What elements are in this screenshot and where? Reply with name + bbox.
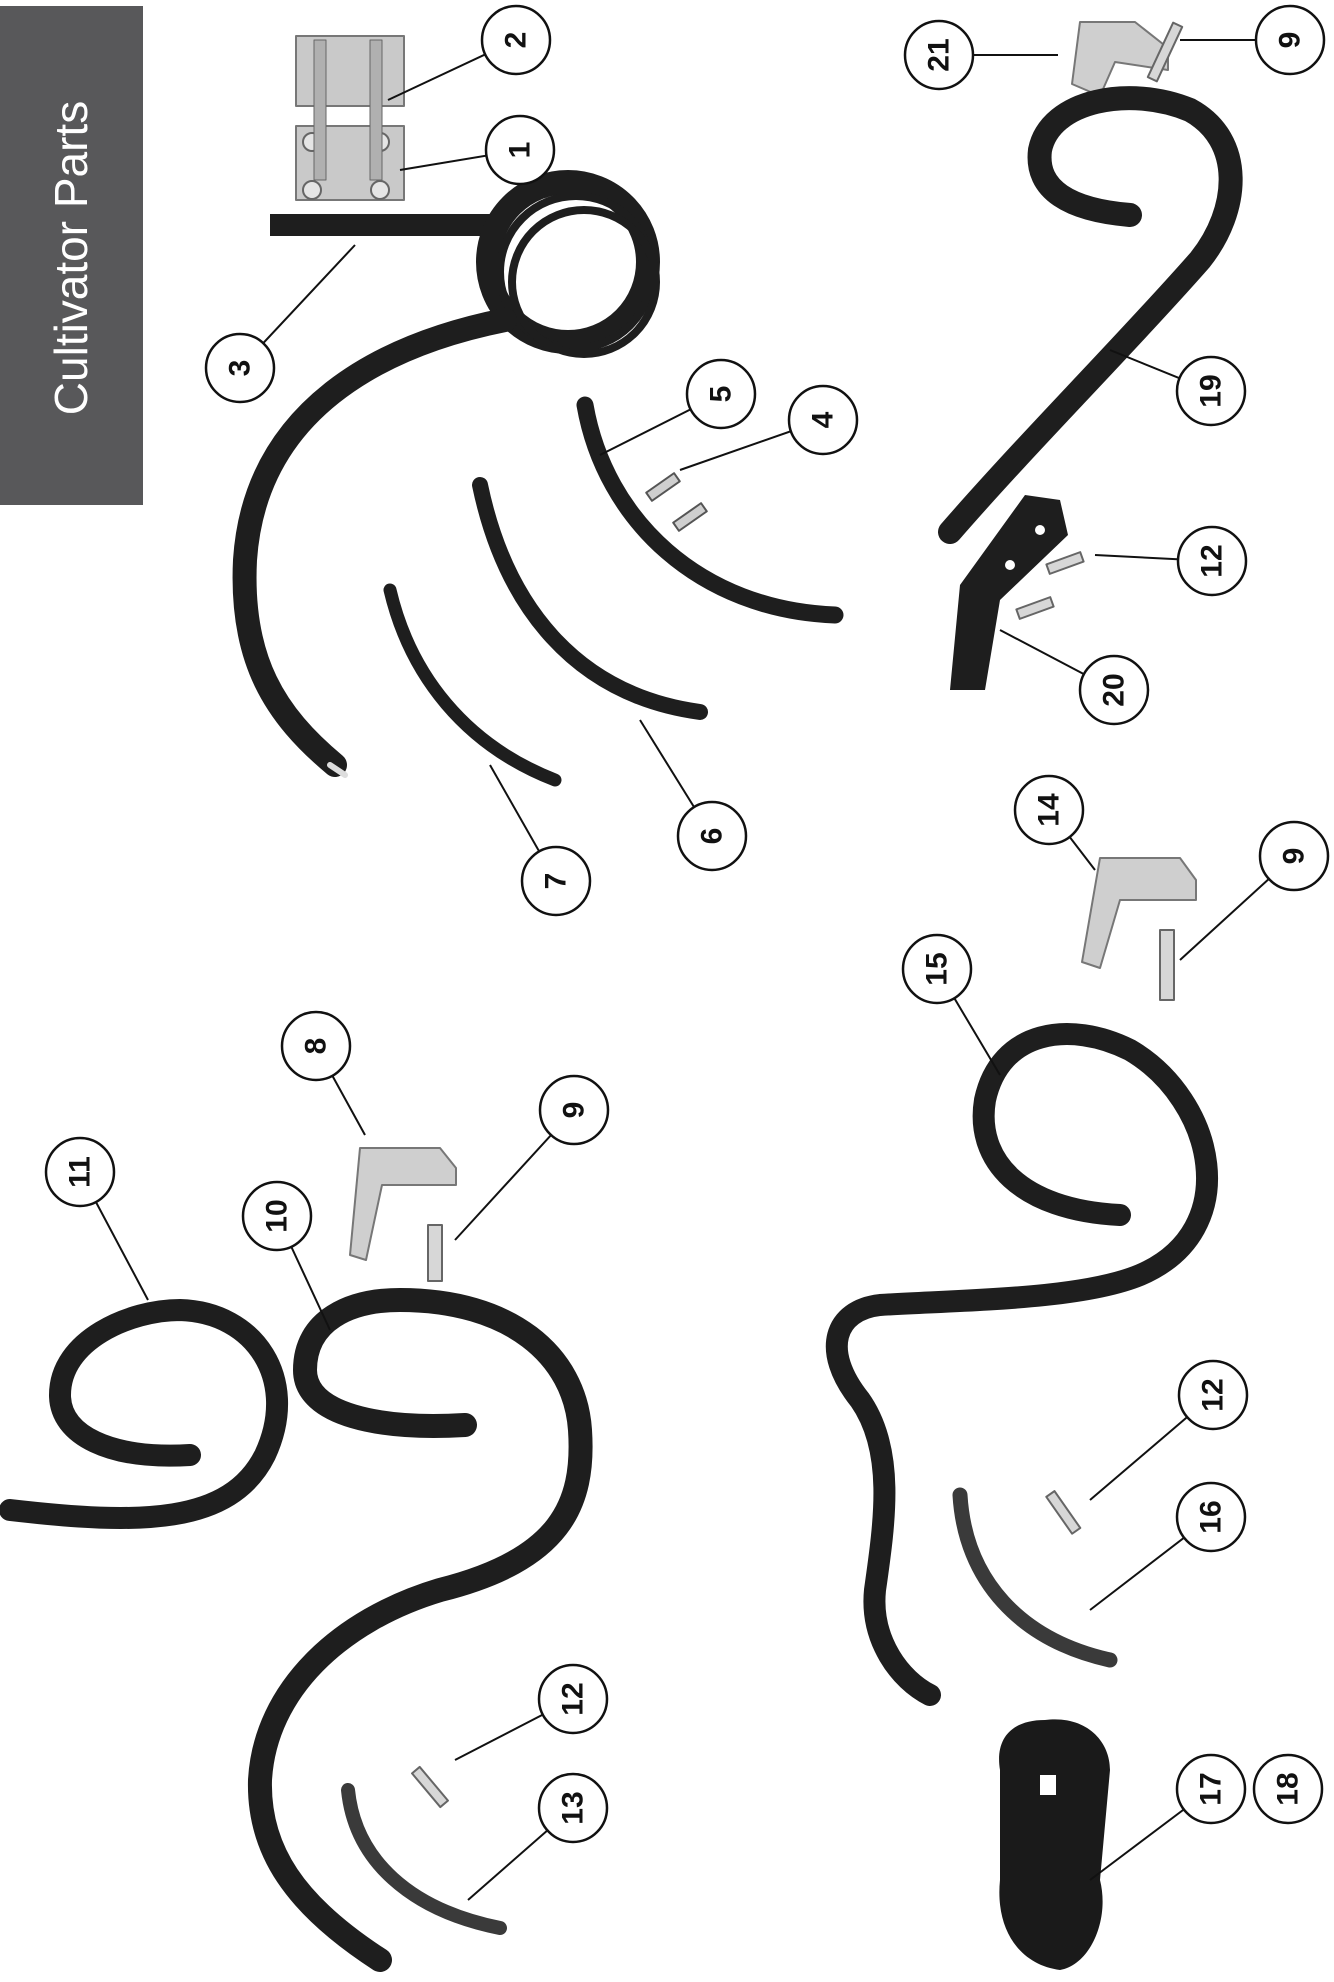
s-tine-part-15 bbox=[837, 1034, 1207, 1695]
callout-number: 15 bbox=[921, 952, 954, 985]
callout-c-9b: 9 bbox=[1180, 6, 1324, 74]
callout-c-9c: 9 bbox=[1180, 822, 1328, 960]
callout-c-8: 8 bbox=[282, 1012, 365, 1135]
callout-number: 4 bbox=[807, 411, 840, 428]
half-coil-part-11 bbox=[10, 1310, 277, 1518]
callout-number: 12 bbox=[1197, 1378, 1230, 1411]
callout-c-2: 2 bbox=[388, 6, 550, 100]
callout-number: 1 bbox=[504, 142, 537, 159]
callout-number: 6 bbox=[696, 828, 729, 845]
callout-number: 11 bbox=[64, 1156, 97, 1188]
callout-number: 14 bbox=[1033, 793, 1066, 827]
callout-number: 8 bbox=[300, 1038, 333, 1055]
callout-number: 9 bbox=[1278, 848, 1311, 865]
callout-c-14: 14 bbox=[1015, 776, 1095, 870]
callout-number: 9 bbox=[1274, 32, 1307, 49]
sweep-point-part-17-18 bbox=[999, 1719, 1110, 1970]
callout-c-1: 1 bbox=[400, 116, 554, 184]
callout-c-5: 5 bbox=[600, 360, 755, 455]
callout-number: 12 bbox=[1196, 544, 1229, 577]
bracket-part-21 bbox=[1072, 22, 1168, 96]
bolt-part-12-mid bbox=[1046, 1491, 1080, 1534]
callout-number: 7 bbox=[540, 873, 573, 890]
bolt-part-12-left bbox=[412, 1767, 448, 1807]
callout-c-15: 15 bbox=[903, 935, 1000, 1075]
coil-tine-part-3 bbox=[245, 182, 656, 775]
callout-c-21: 21 bbox=[905, 21, 1058, 89]
callout-number: 2 bbox=[500, 32, 533, 49]
callout-number: 17 bbox=[1195, 1772, 1228, 1805]
callout-c-10: 10 bbox=[243, 1182, 330, 1330]
callout-number: 16 bbox=[1195, 1500, 1228, 1533]
callout-c-7: 7 bbox=[490, 765, 590, 915]
callout-c-6: 6 bbox=[640, 720, 746, 870]
s-tine-part-10 bbox=[260, 1300, 581, 1960]
clamp-plate-part-1 bbox=[296, 126, 404, 200]
callout-c-13: 13 bbox=[468, 1774, 607, 1900]
callout-number: 5 bbox=[705, 386, 738, 403]
callout-c-12: 12 bbox=[455, 1665, 607, 1760]
callout-number: 10 bbox=[261, 1199, 294, 1232]
callout-c-18: 18 bbox=[1254, 1755, 1322, 1823]
bolt-part-9-left bbox=[428, 1225, 442, 1281]
bolt-part-4 bbox=[646, 473, 707, 531]
callout-number: 19 bbox=[1195, 374, 1228, 407]
callout-number: 13 bbox=[557, 1791, 590, 1824]
callout-c-16: 16 bbox=[1090, 1483, 1245, 1610]
callout-number: 20 bbox=[1098, 673, 1131, 706]
bracket-part-14 bbox=[1082, 858, 1196, 968]
callout-c-17: 17 bbox=[1090, 1755, 1245, 1880]
callout-number: 21 bbox=[923, 38, 956, 71]
shovel-point-part-6 bbox=[480, 485, 700, 712]
callout-c-11: 11 bbox=[46, 1138, 148, 1300]
bolt-part-9-mid bbox=[1160, 930, 1174, 1000]
callout-c-12c: 12 bbox=[1090, 1361, 1247, 1500]
s-tine-part-19 bbox=[950, 98, 1231, 532]
point-part-16 bbox=[960, 1495, 1110, 1660]
callout-number: 18 bbox=[1272, 1772, 1305, 1805]
point-part-13 bbox=[348, 1790, 500, 1928]
callout-c-20: 20 bbox=[1000, 630, 1148, 724]
callout-number: 9 bbox=[558, 1102, 591, 1119]
callout-c-19: 19 bbox=[1110, 350, 1245, 425]
callout-c-9: 9 bbox=[455, 1076, 608, 1240]
callout-c-12b: 12 bbox=[1095, 527, 1246, 595]
callout-number: 12 bbox=[557, 1682, 590, 1715]
callout-number: 3 bbox=[224, 360, 257, 377]
